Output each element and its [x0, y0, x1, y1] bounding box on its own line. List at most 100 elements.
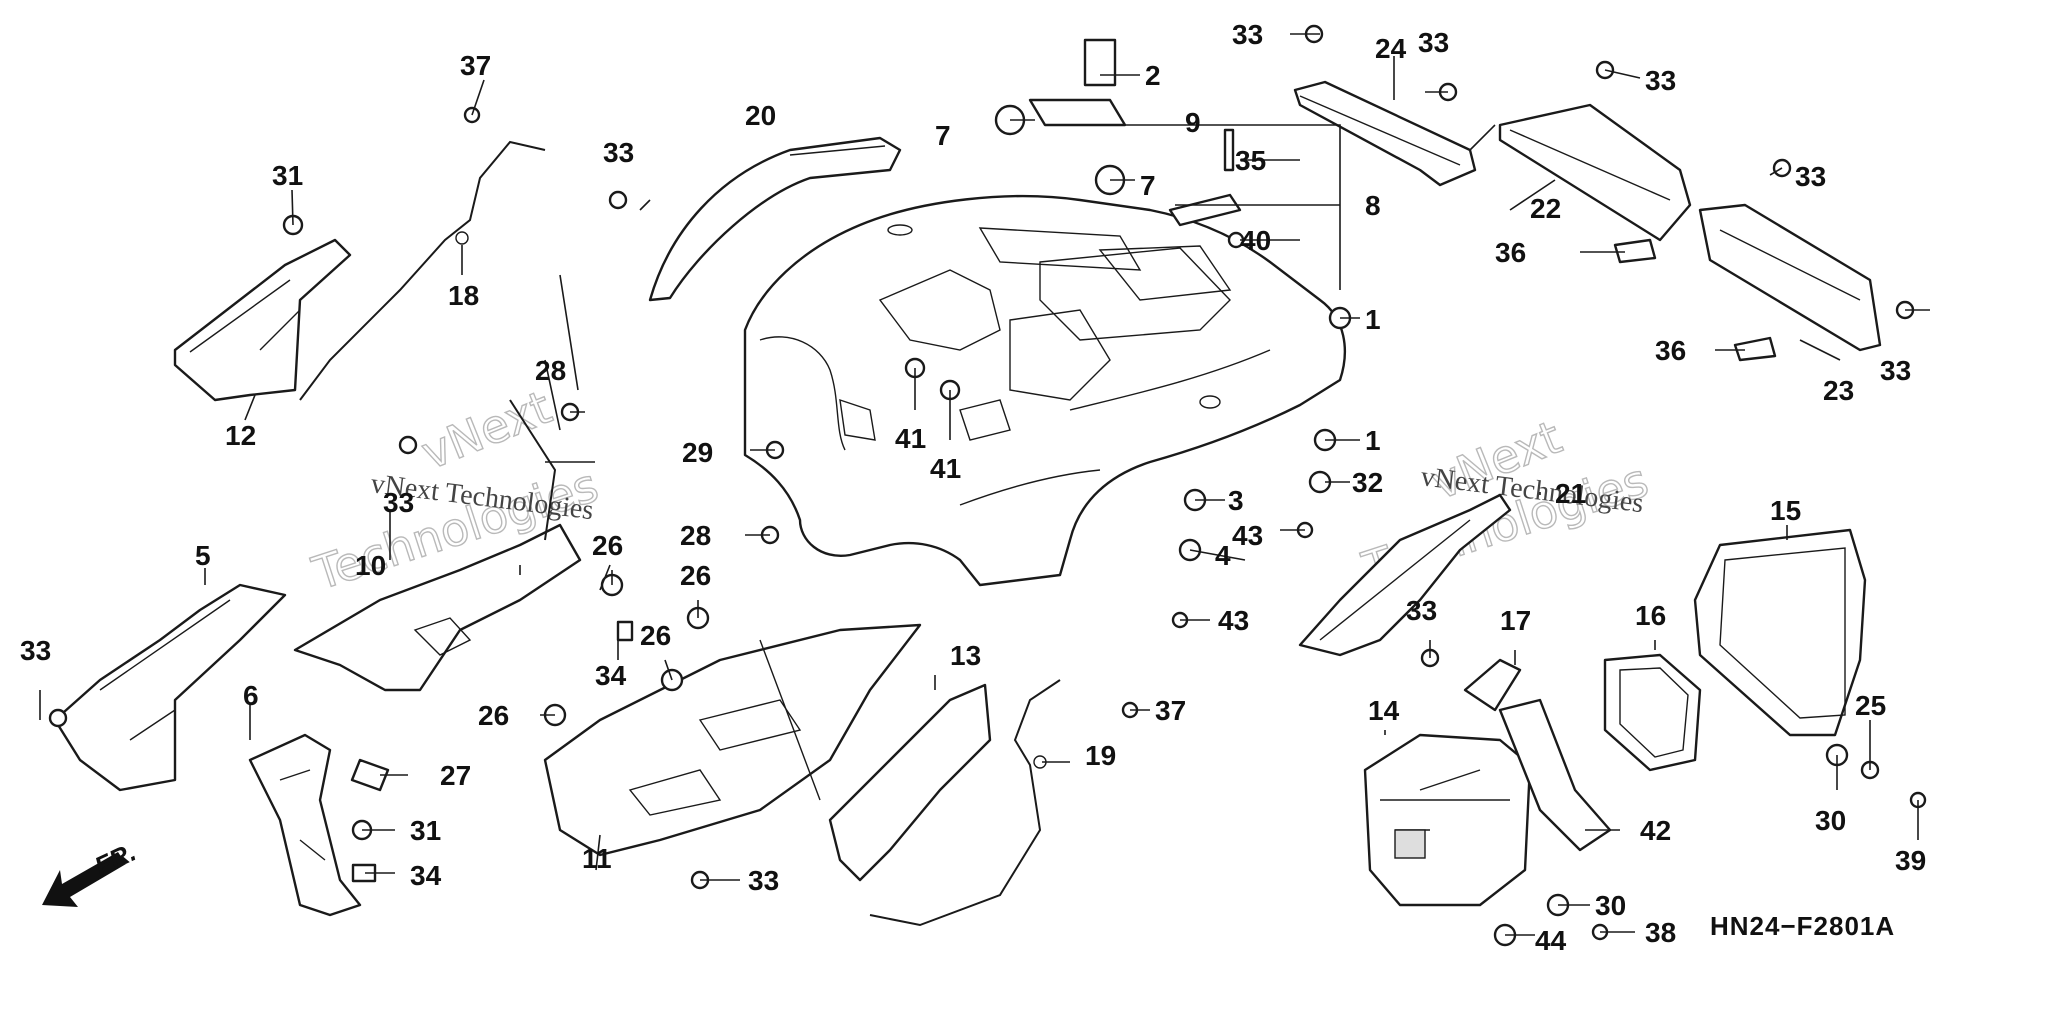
plate-8	[1168, 193, 1242, 227]
front-arrow-icon	[42, 852, 126, 907]
box-14-shape	[1363, 733, 1532, 907]
part-16-seal	[1603, 653, 1702, 772]
panel-12-shape	[173, 238, 352, 402]
callout-43-upper: 43	[1232, 520, 1263, 551]
fender-rib-panel	[1098, 245, 1232, 301]
front-arrow: FR.	[42, 837, 141, 907]
callout-24: 24	[1375, 33, 1407, 64]
cover-23-rib	[1719, 229, 1861, 301]
callout-33-guard-21: 33	[1406, 595, 1437, 626]
clip-34-upper	[616, 620, 634, 642]
part-21-guard	[1298, 493, 1512, 657]
callout-23: 23	[1823, 375, 1854, 406]
part-18-cable	[299, 140, 546, 401]
callout-20: 20	[745, 100, 776, 131]
callout-33-right-top: 33	[1645, 65, 1676, 96]
cable-18-path	[299, 140, 546, 401]
part-22-cover	[1498, 103, 1692, 242]
box-14-latch	[1394, 829, 1426, 859]
plate-9	[1028, 98, 1127, 127]
callout-28-lower: 28	[680, 520, 711, 551]
cover-20-shape	[648, 136, 902, 302]
panel-12-detail	[189, 279, 301, 353]
cover-23-shape	[1698, 203, 1882, 352]
part-10-footwell	[293, 399, 582, 692]
part-15-frame	[1693, 528, 1867, 737]
callout-7-right: 7	[1140, 170, 1156, 201]
callout-37-upper: 37	[460, 50, 491, 81]
fender-center-mount	[1009, 309, 1111, 401]
mudguard-6-shape	[248, 733, 362, 917]
callout-33-cover: 33	[603, 137, 634, 168]
screw-33-guard	[48, 708, 68, 728]
callout-1-upper: 1	[1365, 304, 1381, 335]
screw-33-cover	[608, 190, 628, 210]
part-13-flap	[828, 683, 992, 882]
cable-19-path	[869, 679, 1061, 927]
part-24-rail	[1293, 80, 1477, 187]
fender-bottom-rib	[959, 469, 1101, 506]
callout-33-guard: 33	[20, 635, 51, 666]
guard-21-detail	[1319, 519, 1471, 641]
callout-18: 18	[448, 280, 479, 311]
diagram-code: HN24−F2801A	[1710, 911, 1895, 941]
callout-40: 40	[1240, 225, 1271, 256]
screw-33-left	[398, 435, 418, 455]
footwell-10-stay	[509, 399, 557, 541]
callout-34-lower: 34	[410, 860, 442, 891]
footwell-10-shape	[293, 523, 582, 692]
callout-42: 42	[1640, 815, 1671, 846]
callout-17: 17	[1500, 605, 1531, 636]
watermark-vnext-outline: vNext	[414, 380, 559, 480]
callout-31-lower: 31	[410, 815, 441, 846]
frame-15-shape	[1693, 528, 1867, 737]
callout-30-right: 30	[1815, 805, 1846, 836]
callout-15: 15	[1770, 495, 1801, 526]
clip-2	[1083, 38, 1117, 87]
fender-lower-edge	[1069, 349, 1271, 411]
floor-11-shape	[543, 623, 922, 857]
fender-bracket-left	[839, 398, 876, 441]
floor-11-crease	[759, 639, 821, 801]
callout-25: 25	[1855, 690, 1886, 721]
callout-33-top: 33	[1232, 19, 1263, 50]
frame-15-inner	[1719, 547, 1846, 719]
callout-41-right: 41	[930, 453, 961, 484]
callout-6: 6	[243, 680, 259, 711]
callout-38: 38	[1645, 917, 1676, 948]
rail-24-shape	[1293, 80, 1477, 187]
cable-18-clamp	[455, 231, 469, 245]
callout-10: 10	[355, 550, 386, 581]
callout-26-a: 26	[592, 530, 623, 561]
callout-28-upper: 28	[535, 355, 566, 386]
callout-35: 35	[1235, 145, 1266, 176]
part-20-cover	[648, 136, 902, 302]
callout-39: 39	[1895, 845, 1926, 876]
fender-top-panel	[978, 227, 1142, 271]
clip-36-lower	[1733, 336, 1777, 362]
callout-26-b: 26	[680, 560, 711, 591]
callout-12: 12	[225, 420, 256, 451]
callout-36-upper: 36	[1495, 237, 1526, 268]
callout-29: 29	[682, 437, 713, 468]
fender-top-hole	[887, 224, 913, 236]
cover-22-shape	[1498, 103, 1692, 242]
callout-33-floor: 33	[748, 865, 779, 896]
callout-7-left: 7	[935, 120, 951, 151]
callout-19: 19	[1085, 740, 1116, 771]
clip-17-shape	[1463, 658, 1522, 712]
callout-9: 9	[1185, 107, 1201, 138]
part-23-cover	[1698, 203, 1882, 352]
seal-16-inner	[1619, 667, 1689, 758]
part-5-guard	[53, 583, 287, 792]
pin-35	[1223, 128, 1235, 172]
callout-14: 14	[1368, 695, 1400, 726]
callout-33-far-right: 33	[1880, 355, 1911, 386]
callout-31-upper: 31	[272, 160, 303, 191]
callout-27: 27	[440, 760, 471, 791]
callout-37-lower: 37	[1155, 695, 1186, 726]
callout-5: 5	[195, 540, 211, 571]
cap-27	[350, 758, 390, 792]
part-12-panel	[173, 238, 352, 402]
callout-2: 2	[1145, 60, 1161, 91]
